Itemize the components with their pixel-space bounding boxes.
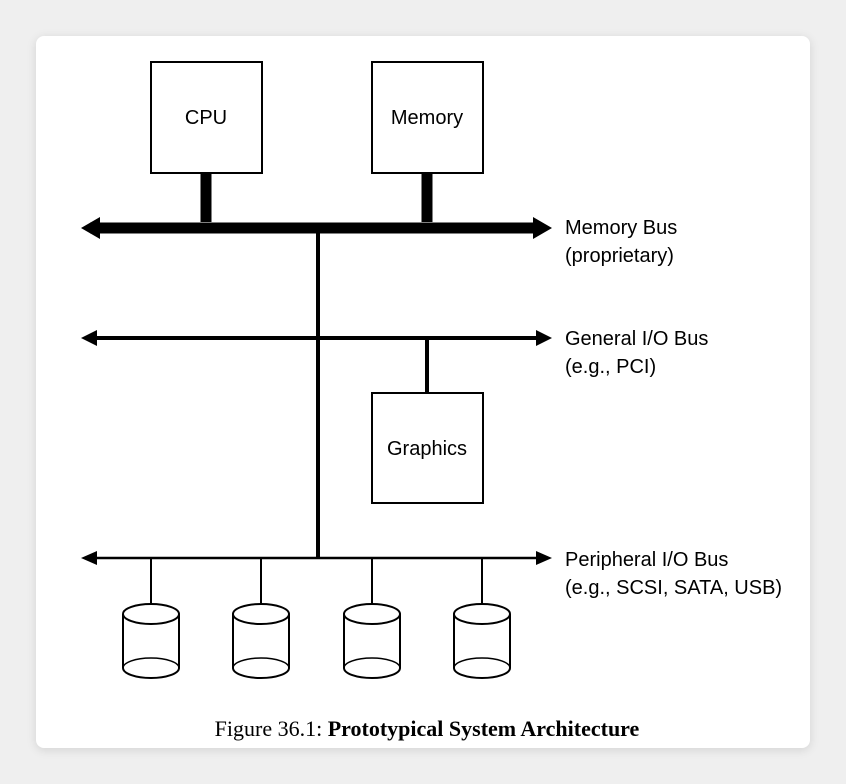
disk-icon xyxy=(232,614,290,679)
general-io-bus-label: General I/O Bus xyxy=(565,328,708,350)
peripheral-io-bus-detail: (e.g., SCSI, SATA, USB) xyxy=(565,577,782,599)
memory-bus xyxy=(81,217,552,239)
caption-title: Prototypical System Architecture xyxy=(328,716,640,741)
peripheral-io-bus-label: Peripheral I/O Bus xyxy=(565,549,728,571)
memory-bus-label: Memory Bus xyxy=(565,217,677,239)
disk-2 xyxy=(232,558,290,679)
cpu-box: CPU xyxy=(150,61,263,174)
disk-4 xyxy=(453,558,511,679)
disk-3 xyxy=(343,558,401,679)
caption-prefix: Figure 36.1: xyxy=(215,716,328,741)
memory-bus-detail: (proprietary) xyxy=(565,245,674,267)
graphics-label: Graphics xyxy=(387,438,467,460)
general-io-bus xyxy=(81,330,552,346)
general-io-bus-left-arrow xyxy=(81,330,97,346)
graphics-box: Graphics xyxy=(371,392,484,504)
figure-caption: Figure 36.1: Prototypical System Archite… xyxy=(215,716,640,741)
memory-bus-right-arrow xyxy=(533,217,552,239)
disk-1 xyxy=(122,558,180,679)
peripheral-io-bus-left-arrow xyxy=(81,551,97,565)
disk-icon xyxy=(122,614,180,679)
general-io-bus-detail: (e.g., PCI) xyxy=(565,356,656,378)
general-io-bus-right-arrow xyxy=(536,330,552,346)
disk-icon xyxy=(453,614,511,679)
memory-label: Memory xyxy=(391,107,463,129)
cpu-label: CPU xyxy=(185,107,227,129)
disk-icon xyxy=(343,614,401,679)
memory-box: Memory xyxy=(371,61,484,174)
peripheral-io-bus-right-arrow xyxy=(536,551,552,565)
memory-bus-left-arrow xyxy=(81,217,100,239)
peripheral-io-bus xyxy=(81,551,552,565)
